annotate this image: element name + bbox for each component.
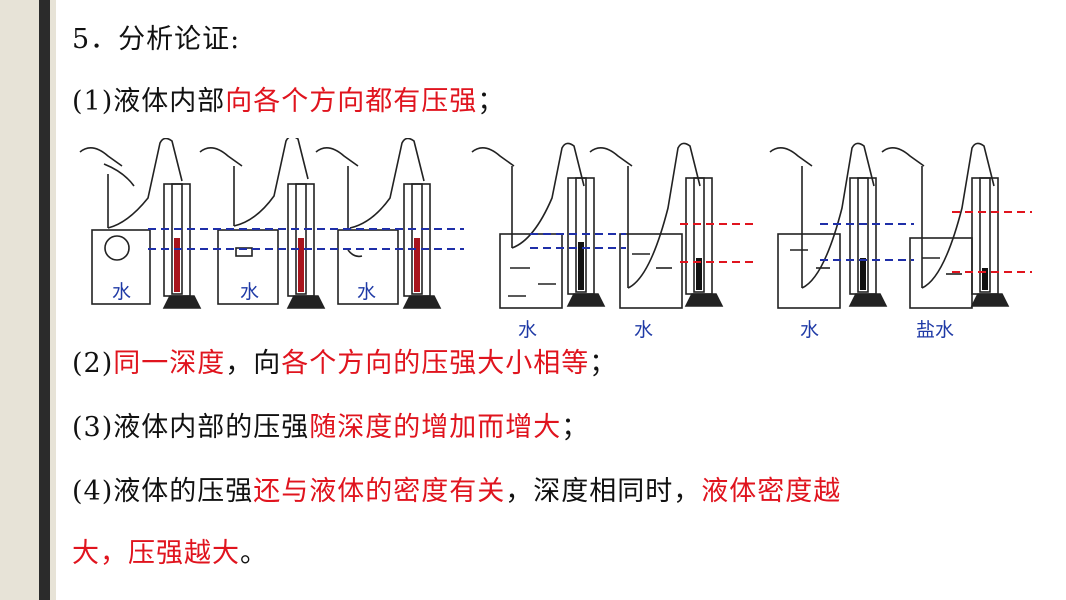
conclusion-1-highlight: 向各个方向都有压强 (225, 86, 478, 117)
conclusion-4: (4)液体的压强还与液体的密度有关，深度相同时，液体密度越 (72, 474, 841, 510)
conclusion-2-text: ，向 (225, 348, 282, 379)
figure-group-depth: 水 水 (471, 142, 758, 341)
conclusion-2-highlight-b: 各个方向的压强大小相等 (281, 348, 590, 379)
conclusion-3: (3)液体内部的压强随深度的增加而增大； (72, 410, 589, 446)
conclusion-4-end: 。 (240, 538, 268, 569)
conclusion-1-text: 液体内部 (113, 86, 226, 117)
conclusion-3-number: (3) (72, 412, 114, 443)
apparatus-2 (199, 138, 326, 309)
label-water-1: 水 (112, 281, 131, 303)
conclusion-4-number: (4) (72, 476, 114, 507)
label-water-2: 水 (240, 281, 259, 303)
conclusion-2-highlight-a: 同一深度 (113, 348, 226, 379)
label-salt-water: 盐水 (916, 319, 954, 341)
figure-group-density: 水 盐水 (769, 142, 1032, 341)
conclusion-2-punct: ； (589, 348, 618, 379)
conclusion-4-highlight-a: 还与液体的密度有关 (253, 476, 506, 507)
label-water-6: 水 (800, 319, 819, 341)
left-border-dark-line (39, 0, 50, 600)
label-water-3: 水 (357, 281, 376, 303)
apparatus-3 (315, 138, 442, 309)
conclusion-3-text: 液体内部的压强 (113, 412, 310, 443)
conclusion-4-highlight-b: 液体密度越 (701, 476, 842, 507)
label-water-5: 水 (634, 319, 653, 341)
label-water-4: 水 (518, 319, 537, 341)
conclusion-4-highlight-c: 大，压强越大 (72, 538, 240, 569)
conclusion-1: (1)液体内部向各个方向都有压强； (72, 84, 505, 120)
heading: 5．分析论证: (72, 24, 241, 55)
conclusion-2-number: (2) (72, 348, 114, 379)
conclusion-4-text-b: ，深度相同时， (505, 476, 702, 507)
conclusion-2: (2)同一深度，向各个方向的压强大小相等； (72, 346, 617, 382)
apparatus-1 (79, 138, 202, 309)
conclusion-4-continued: 大，压强越大。 (72, 536, 268, 572)
conclusion-3-highlight: 随深度的增加而增大 (309, 412, 562, 443)
conclusion-4-text: 液体的压强 (113, 476, 254, 507)
conclusion-3-punct: ； (561, 412, 590, 443)
conclusion-1-number: (1) (72, 86, 114, 117)
experiment-figures: 水 水 水 水 水 (79, 138, 1032, 341)
figure-group-depth-direction: 水 水 水 (79, 138, 464, 309)
conclusion-1-punct: ； (477, 86, 506, 117)
